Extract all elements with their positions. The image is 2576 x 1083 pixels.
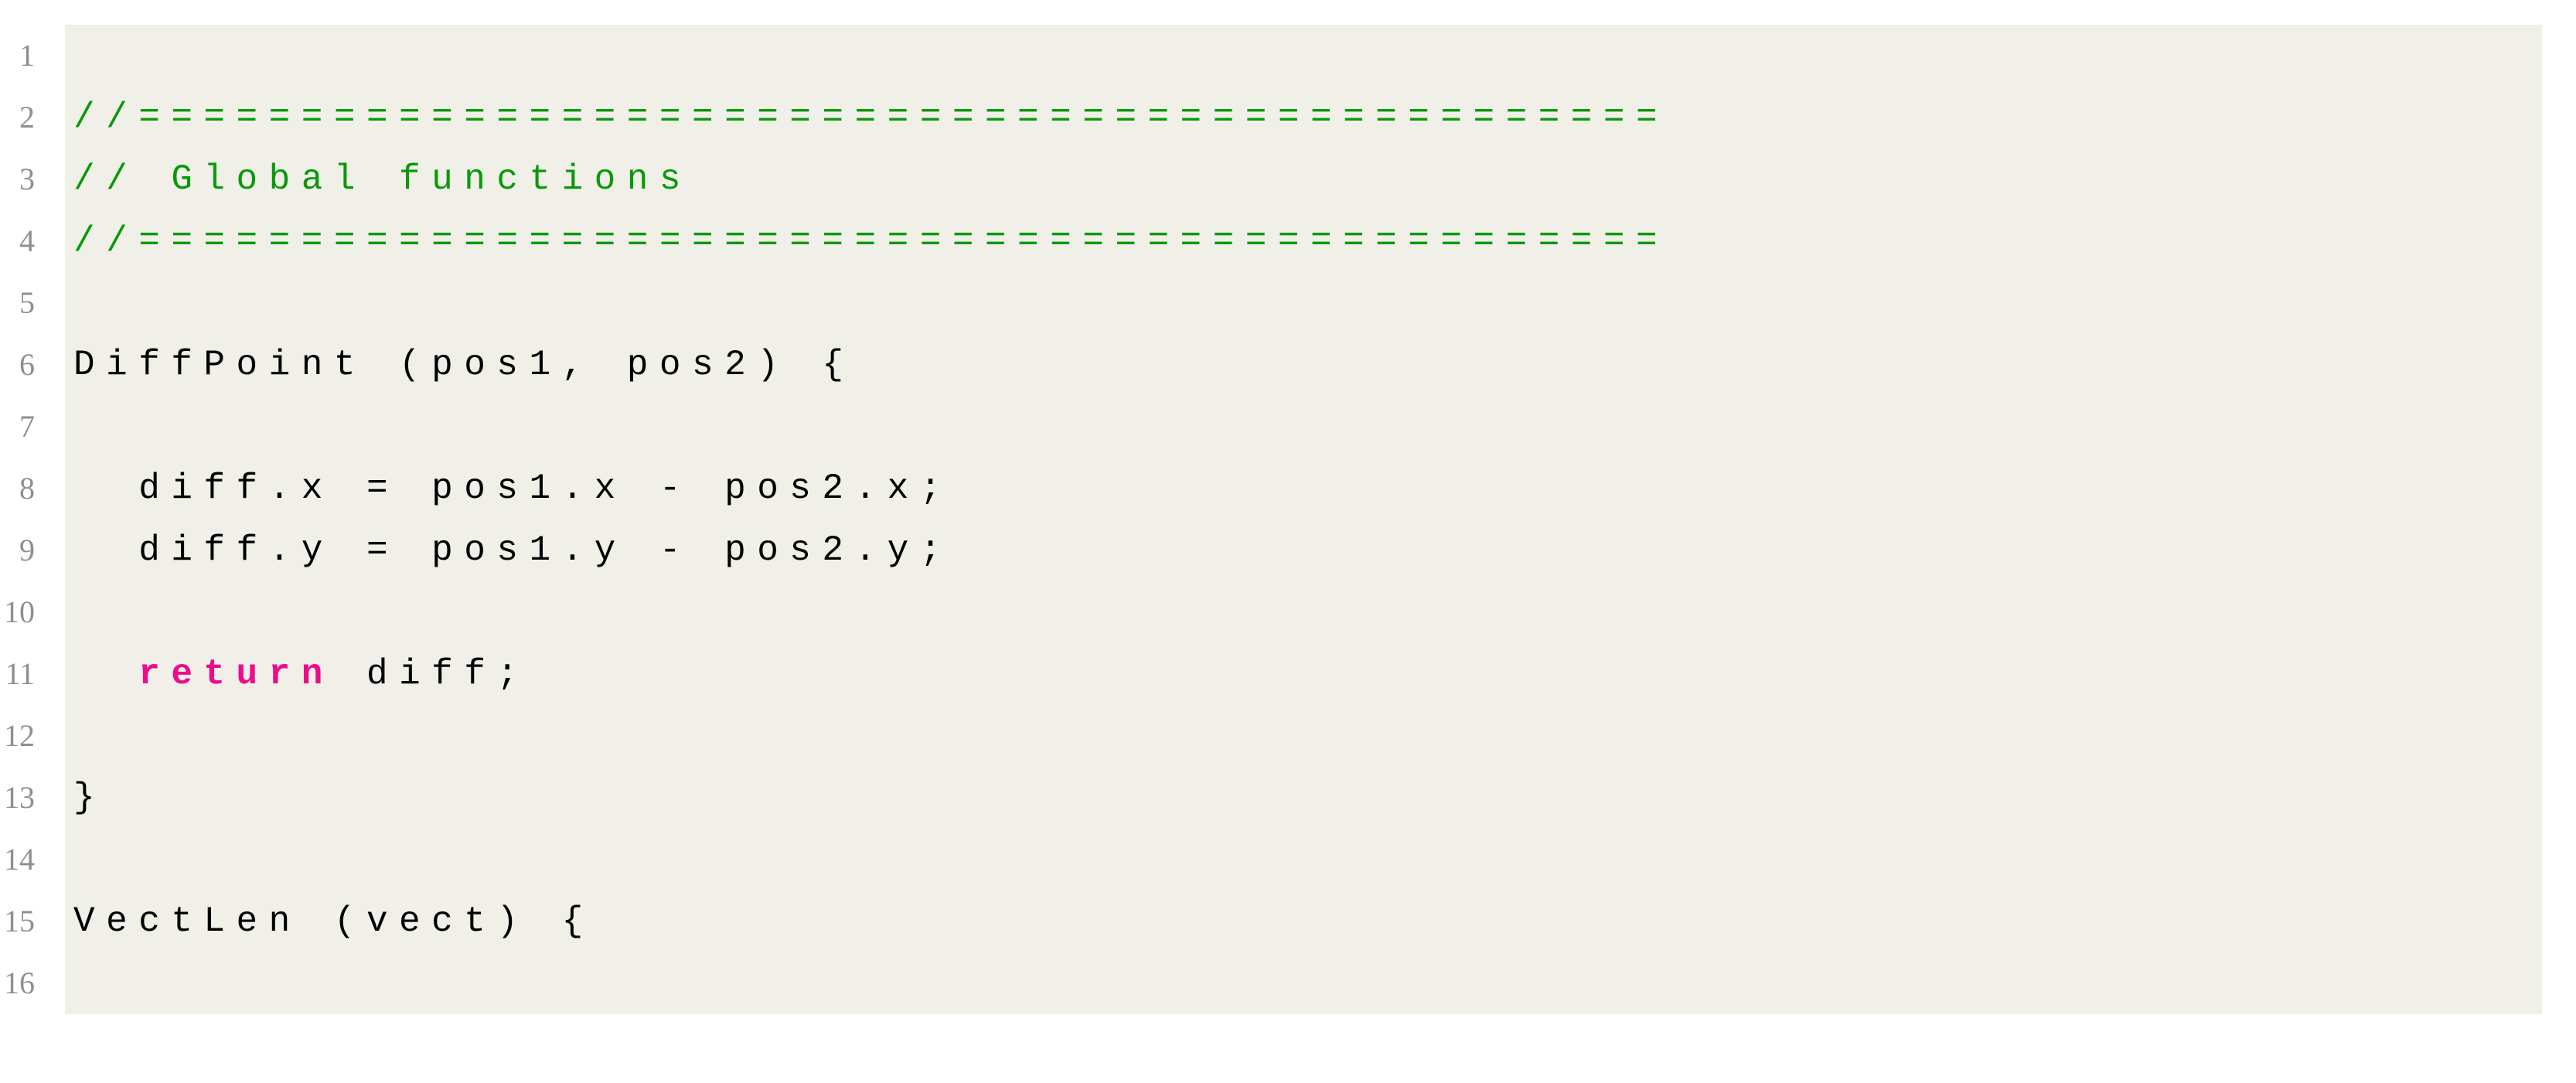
line-number: 3 <box>0 148 65 210</box>
code-line: 16 <box>0 952 2542 1014</box>
code-text <box>65 25 2542 87</box>
code-line: 7 <box>0 396 2542 458</box>
line-number: 11 <box>0 643 65 705</box>
code-line: 4//=====================================… <box>0 210 2542 272</box>
code-line: 14 <box>0 829 2542 891</box>
line-number: 2 <box>0 87 65 148</box>
line-number: 13 <box>0 767 65 829</box>
code-text: VectLen (vect) { <box>65 891 2542 952</box>
line-number: 9 <box>0 519 65 581</box>
code-text: //======================================… <box>65 87 2542 148</box>
code-text <box>65 829 2542 891</box>
line-number: 14 <box>0 829 65 891</box>
code-line: 8 diff.x = pos1.x - pos2.x; <box>0 458 2542 519</box>
code-line: 1 <box>0 25 2542 87</box>
token-plain: VectLen (vect) { <box>73 901 595 942</box>
token-keyword: return <box>138 654 334 694</box>
token-comment: //======================================… <box>73 221 1669 261</box>
code-text: DiffPoint (pos1, pos2) { <box>65 334 2542 396</box>
token-plain: diff.x = pos1.x - pos2.x; <box>73 468 952 509</box>
code-line: 13} <box>0 767 2542 829</box>
line-number: 10 <box>0 581 65 643</box>
code-text: diff.y = pos1.y - pos2.y; <box>65 519 2542 581</box>
code-line: 12 <box>0 705 2542 767</box>
line-number: 5 <box>0 272 65 334</box>
code-text: } <box>65 767 2542 829</box>
code-text <box>65 396 2542 458</box>
code-text <box>65 581 2542 643</box>
code-line: 2//=====================================… <box>0 87 2542 148</box>
token-plain <box>73 654 138 694</box>
code-line: 5 <box>0 272 2542 334</box>
line-number: 4 <box>0 210 65 272</box>
token-plain: diff.y = pos1.y - pos2.y; <box>73 530 952 570</box>
code-line: 10 <box>0 581 2542 643</box>
code-text: //======================================… <box>65 210 2542 272</box>
line-number: 8 <box>0 458 65 519</box>
line-number: 12 <box>0 705 65 767</box>
line-number: 7 <box>0 396 65 458</box>
token-comment: // Global functions <box>73 159 692 199</box>
code-text: diff.x = pos1.x - pos2.x; <box>65 458 2542 519</box>
line-number: 16 <box>0 952 65 1014</box>
line-number: 15 <box>0 891 65 952</box>
line-number: 1 <box>0 25 65 87</box>
code-line: 9 diff.y = pos1.y - pos2.y; <box>0 519 2542 581</box>
code-text: // Global functions <box>65 148 2542 210</box>
code-line: 3// Global functions <box>0 148 2542 210</box>
code-text <box>65 705 2542 767</box>
code-line: 11 return diff; <box>0 643 2542 705</box>
code-text: return diff; <box>65 643 2542 705</box>
token-comment: //======================================… <box>73 97 1669 138</box>
token-plain: DiffPoint (pos1, pos2) { <box>73 345 855 385</box>
line-number: 6 <box>0 334 65 396</box>
code-text <box>65 272 2542 334</box>
code-text <box>65 952 2542 1014</box>
token-plain: } <box>73 778 107 818</box>
token-plain: diff; <box>333 654 530 694</box>
